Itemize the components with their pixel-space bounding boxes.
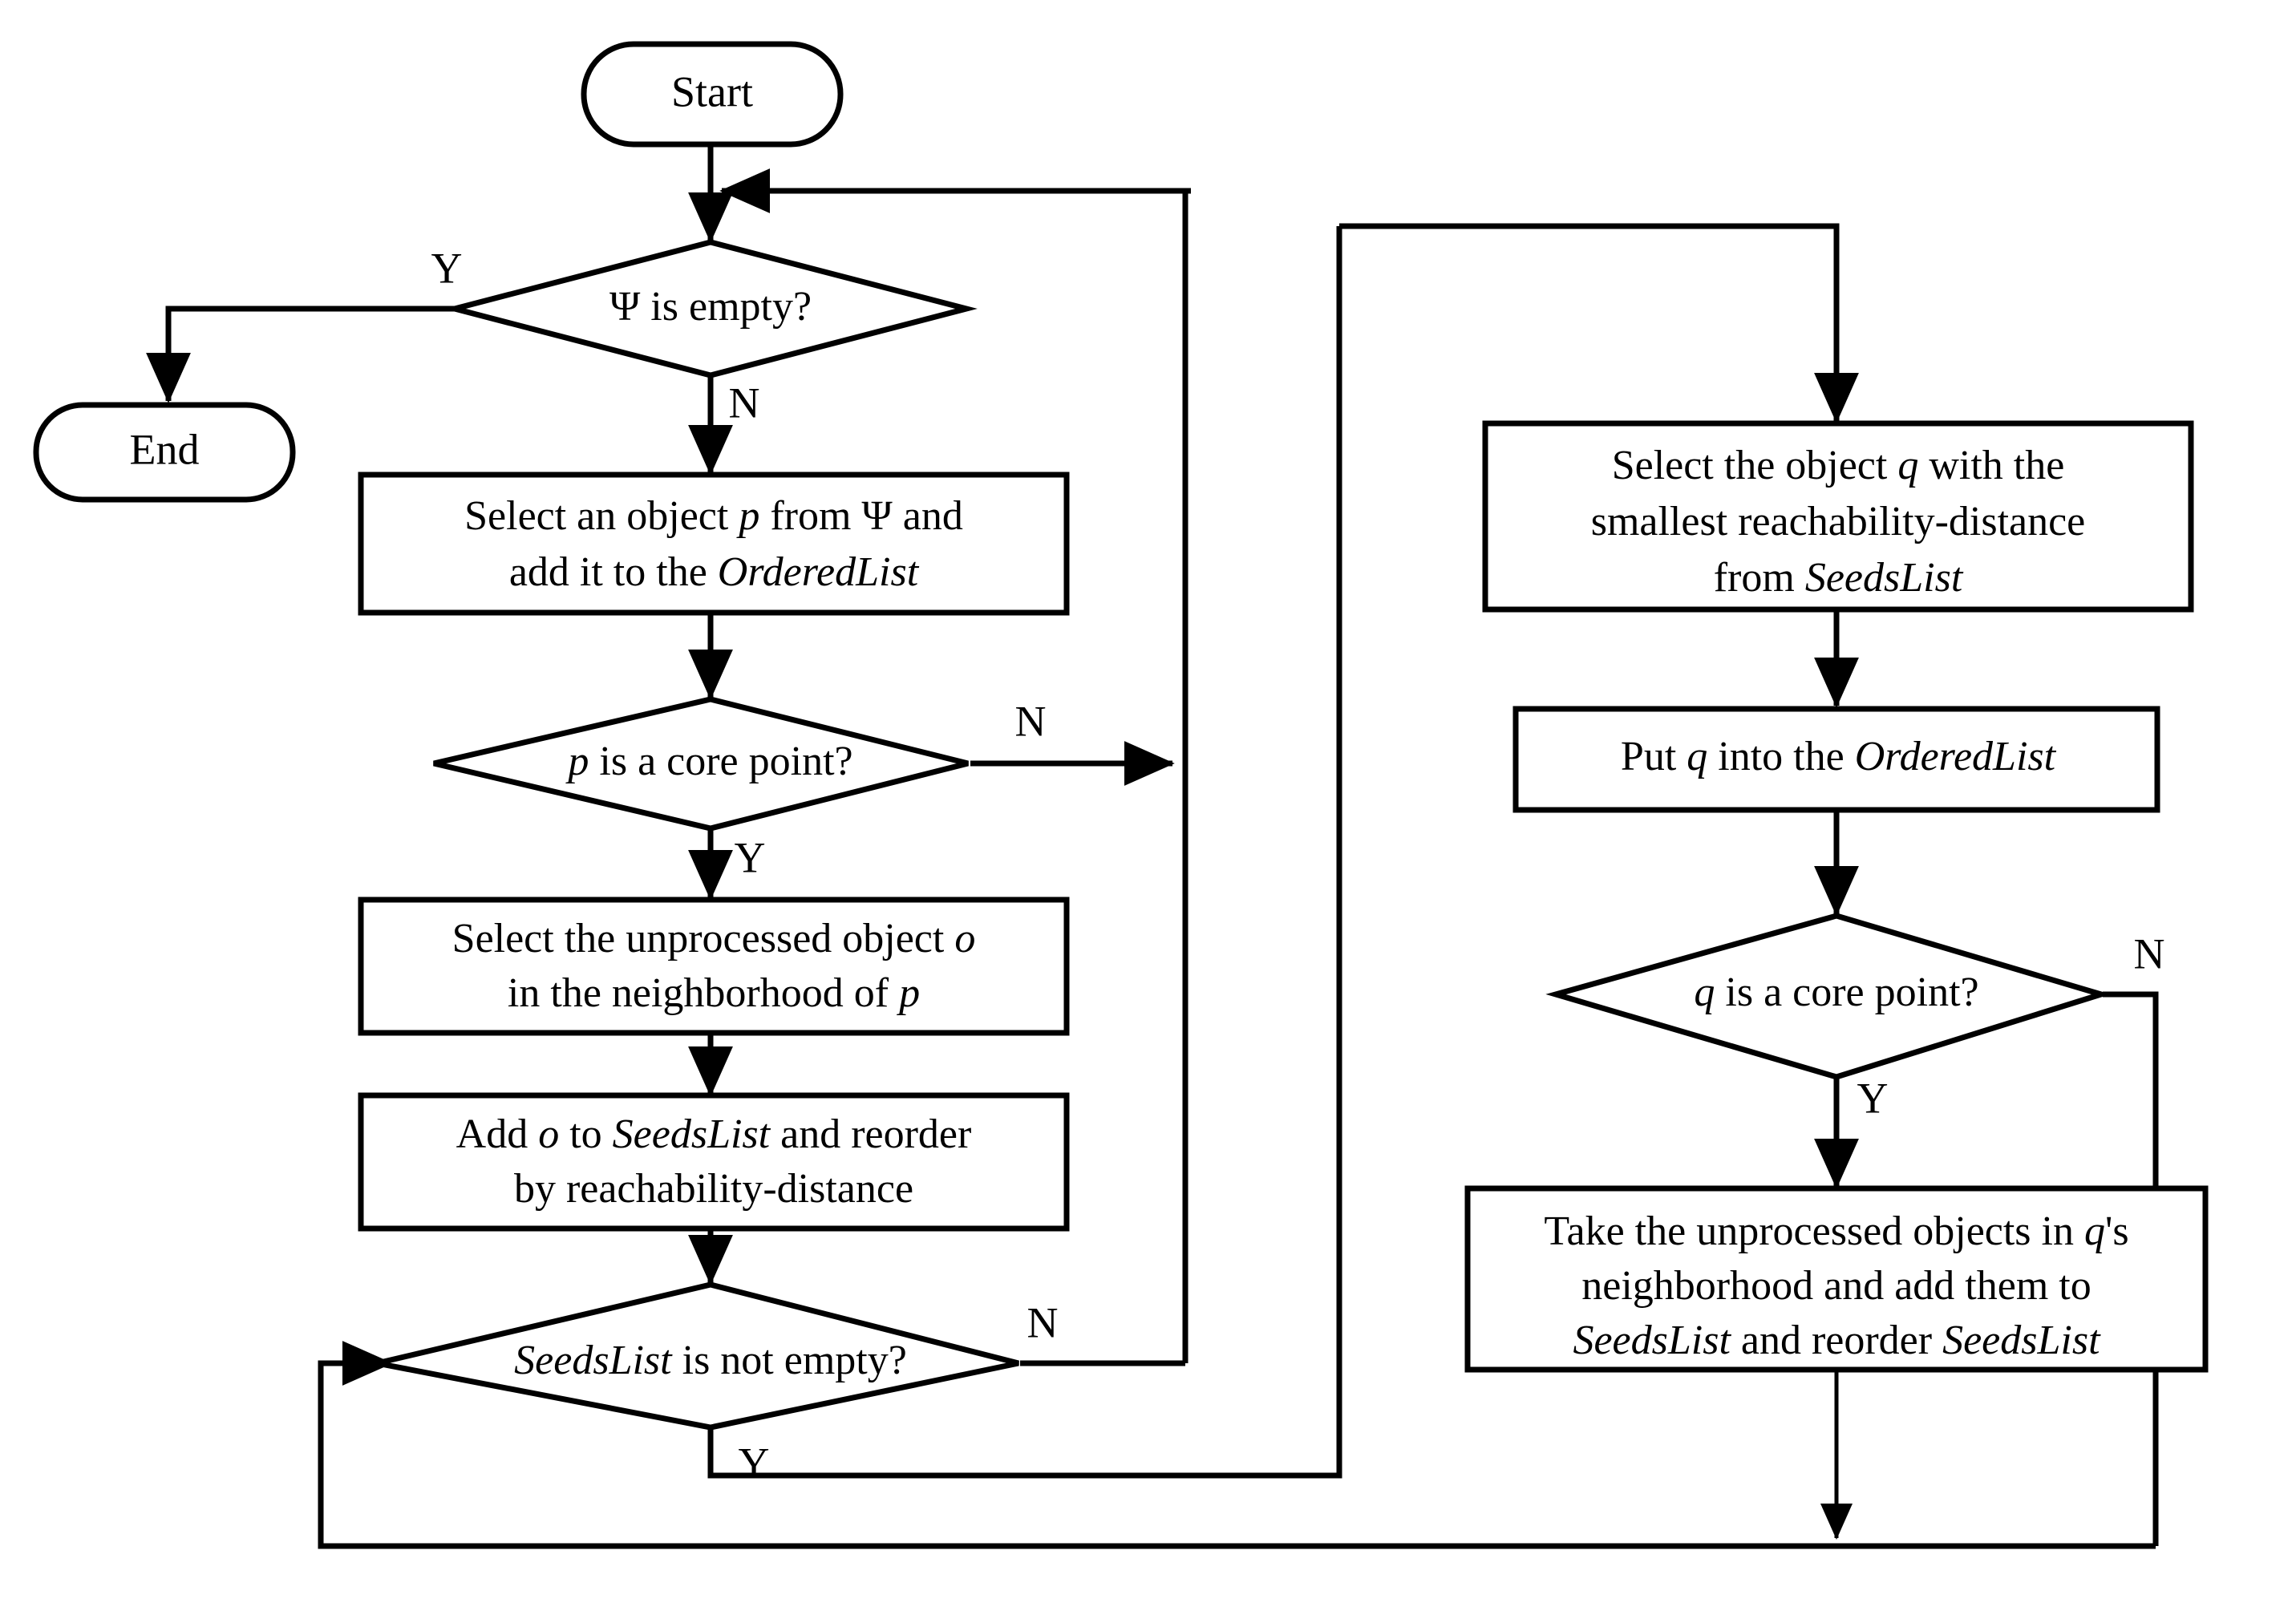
node-end-label: End [130,425,200,473]
node-take-objs-shape[interactable] [1464,1185,2209,1373]
node-put-q-shape[interactable] [1512,706,2160,813]
node-take-objs-line1: Take the unprocessed objects in q's [1544,1208,2128,1254]
node-select-q-line3: from SeedsList [1714,555,1964,601]
node-start-label: Start [671,67,753,115]
edge-label-qcore-yes: Y [1857,1074,1889,1122]
edge-psi-yes-to-end [146,306,497,403]
node-take-objs-line3: SeedsList and reorder SeedsList [1573,1318,2101,1363]
node-psi-empty-label: Ψ is empty? [609,284,812,330]
node-select-q-shape[interactable] [1482,420,2194,613]
node-end-shape[interactable] [33,402,296,503]
node-start-shape[interactable] [581,41,844,148]
node-select-p-line1: Select an object p from Ψ and [464,493,963,539]
node-select-q-line1: Select the object q with the [1612,443,2065,488]
node-select-o-shape[interactable] [358,897,1070,1036]
node-seeds-not-empty-shape[interactable] [376,1281,1019,1431]
node-add-o-line1: Add o to SeedsList and reorder [456,1111,972,1157]
node-select-q-line2: smallest reachability-distance [1591,499,2086,544]
edge-label-psi-yes: Y [431,244,463,292]
edge-label-pcore-no: N [1015,697,1047,745]
node-p-core-label: p is a core point? [565,739,852,784]
node-select-p-line2: add it to the OrderedList [509,549,920,595]
node-q-core-shape[interactable] [1545,913,2112,1080]
edge-label-qcore-no: N [2134,929,2165,978]
node-select-o-line2: in the neighborhood of p [508,970,920,1016]
node-p-core-shape[interactable] [433,696,969,832]
edge-seeds-yes-to-right-column [707,226,1342,1479]
edge-label-seeds-yes: Y [739,1439,770,1487]
node-add-o-line2: by reachability-distance [514,1166,913,1212]
node-q-core-label: q is a core point? [1694,969,1978,1015]
node-seeds-not-empty-label: SeedsList is not empty? [514,1338,907,1383]
node-psi-empty-shape[interactable] [443,239,978,378]
edge-label-psi-no: N [729,378,760,427]
node-take-objs-line2: neighborhood and add them to [1581,1263,2091,1309]
edge-label-pcore-yes: Y [735,833,766,881]
node-select-o-line1: Select the unprocessed object o [452,916,976,961]
node-select-p-shape[interactable] [358,472,1070,616]
edge-label-seeds-no: N [1027,1298,1059,1346]
node-put-q-line1: Put q into the OrderedList [1621,734,2057,779]
edge-bottom-loop-to-seeds [318,1341,2156,1549]
edge-rail-to-selectq [1339,223,1859,423]
node-add-o-shape[interactable] [358,1092,1070,1232]
